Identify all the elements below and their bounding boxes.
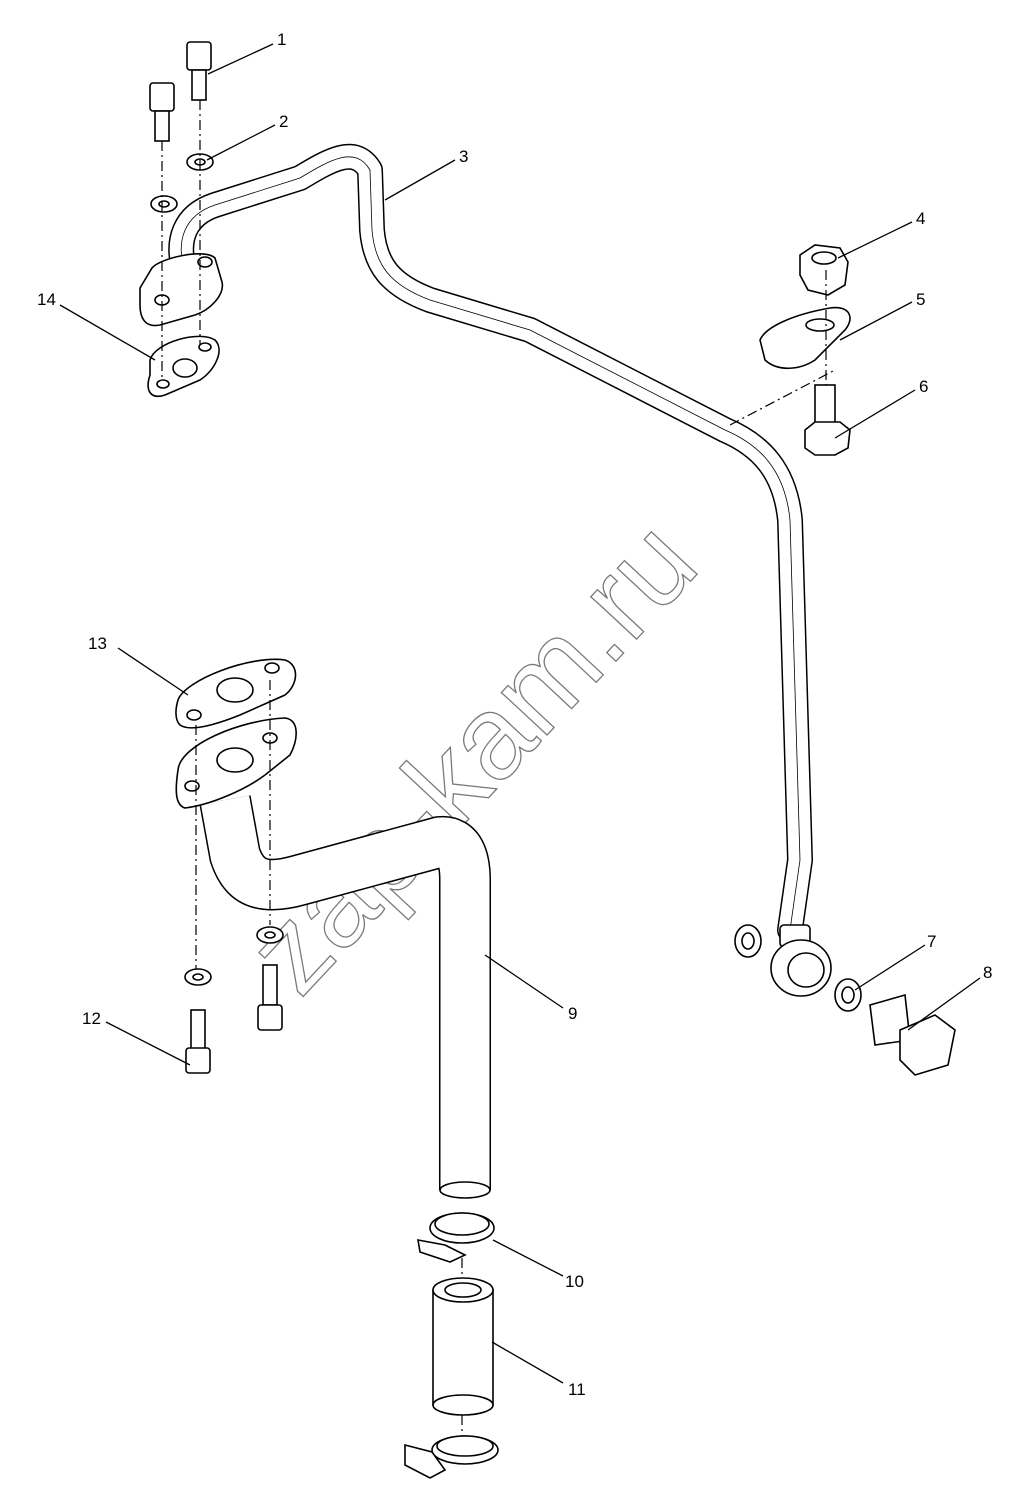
hose-and-clamps [404,1212,499,1479]
lower-gasket [175,658,297,729]
oil-feed-pipe [139,143,832,997]
callout-2: 2 [279,112,288,131]
callout-10: 10 [565,1272,584,1291]
callout-11: 11 [568,1380,586,1399]
callout-12: 12 [82,1009,101,1028]
lower-bolts [184,680,284,1074]
callout-1: 1 [277,30,286,49]
callout-9: 9 [568,1004,577,1023]
banjo-fasteners [734,924,956,1076]
upper-gasket [147,335,220,397]
callout-14: 14 [37,290,56,309]
callout-5: 5 [916,290,925,309]
callout-6: 6 [919,377,928,396]
callout-7: 7 [927,932,936,951]
clip-fasteners [729,244,851,456]
upper-bolts [149,41,214,380]
oil-drain-pipe [175,717,491,1199]
callout-13: 13 [88,634,107,653]
callout-8: 8 [983,963,992,982]
leader-lines [59,43,981,1384]
callout-3: 3 [459,147,468,166]
callout-4: 4 [916,209,925,228]
